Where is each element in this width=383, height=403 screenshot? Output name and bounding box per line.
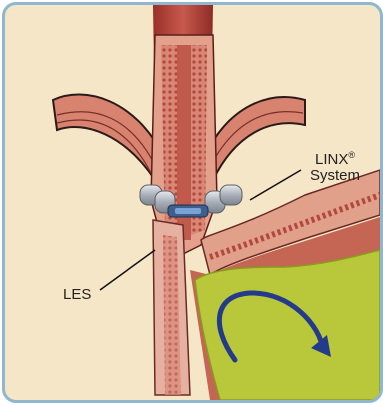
registered-mark: ® bbox=[348, 150, 355, 160]
les-label: LES bbox=[63, 287, 91, 303]
linx-label-line2: System bbox=[310, 167, 360, 184]
linx-label: LINX® System bbox=[305, 147, 365, 184]
stomach-acid bbox=[195, 250, 380, 400]
linx-label-line1: LINX bbox=[315, 151, 348, 168]
les-label-text: LES bbox=[63, 286, 91, 303]
diaphragm-left bbox=[53, 95, 163, 180]
les-leader-line bbox=[100, 250, 155, 290]
diaphragm-right bbox=[205, 97, 305, 180]
anatomy-illustration bbox=[5, 5, 380, 400]
linx-leader-line bbox=[250, 170, 301, 200]
